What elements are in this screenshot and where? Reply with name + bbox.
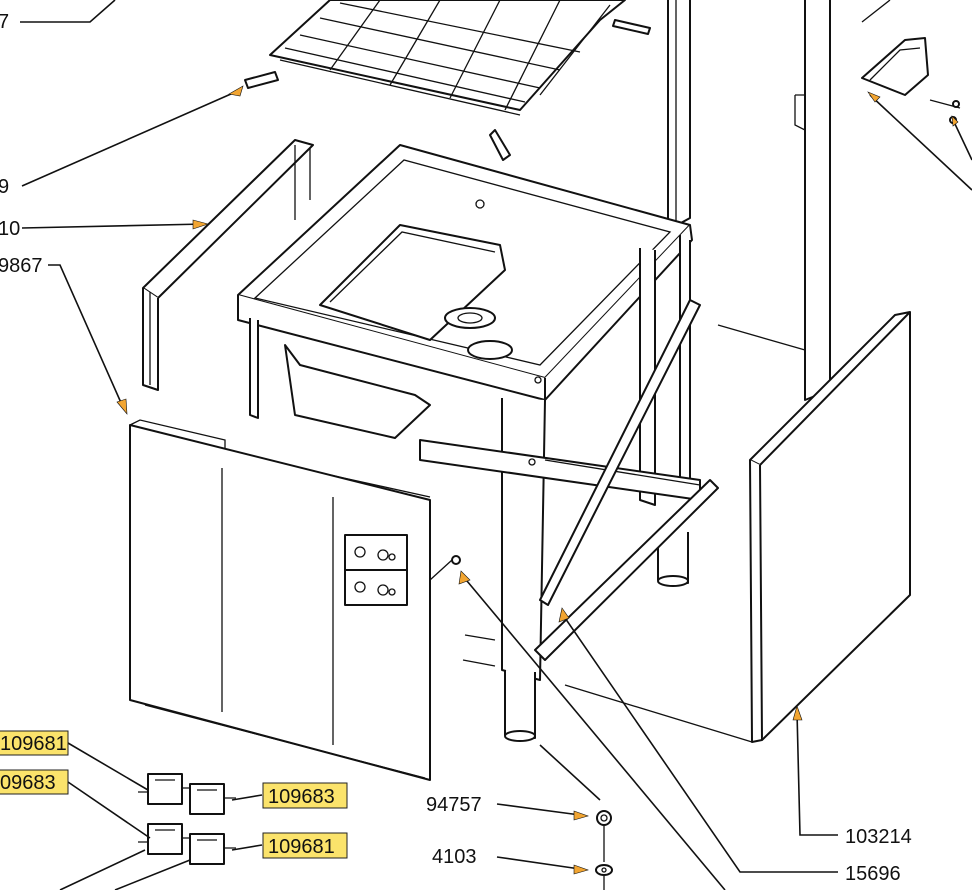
label-109867: 9867 (0, 255, 43, 277)
highlight-109681-left (0, 730, 69, 756)
rear-column (667, 0, 831, 401)
right-side-panel (564, 311, 911, 743)
solenoid-valves (59, 773, 236, 890)
label-109681-right: 109681 (268, 836, 335, 858)
label-7: 7 (0, 11, 9, 33)
leader-lines (20, 0, 838, 890)
label-109681-left: 109681 (0, 733, 67, 755)
left-side-panel (142, 139, 314, 391)
callout-labels: 7 9 10 9867 109681 09683 109683 109681 9… (0, 11, 912, 885)
highlight-109683-right (262, 782, 348, 809)
corner-bracket (861, 0, 972, 191)
label-109683-left: 09683 (0, 772, 56, 794)
label-103214: 103214 (845, 826, 912, 848)
label-109683-right: 109683 (268, 786, 335, 808)
label-10: 10 (0, 218, 20, 240)
highlight-109683-left (0, 769, 69, 795)
wire-rack (244, 0, 651, 161)
nut-and-washer (595, 810, 613, 890)
label-94757: 94757 (426, 794, 482, 816)
label-9: 9 (0, 176, 9, 198)
cabinet-body (237, 144, 719, 742)
highlight-109681-right (262, 832, 348, 859)
label-4103: 4103 (432, 846, 477, 868)
label-15696: 15696 (845, 863, 901, 885)
front-panel (129, 419, 496, 781)
